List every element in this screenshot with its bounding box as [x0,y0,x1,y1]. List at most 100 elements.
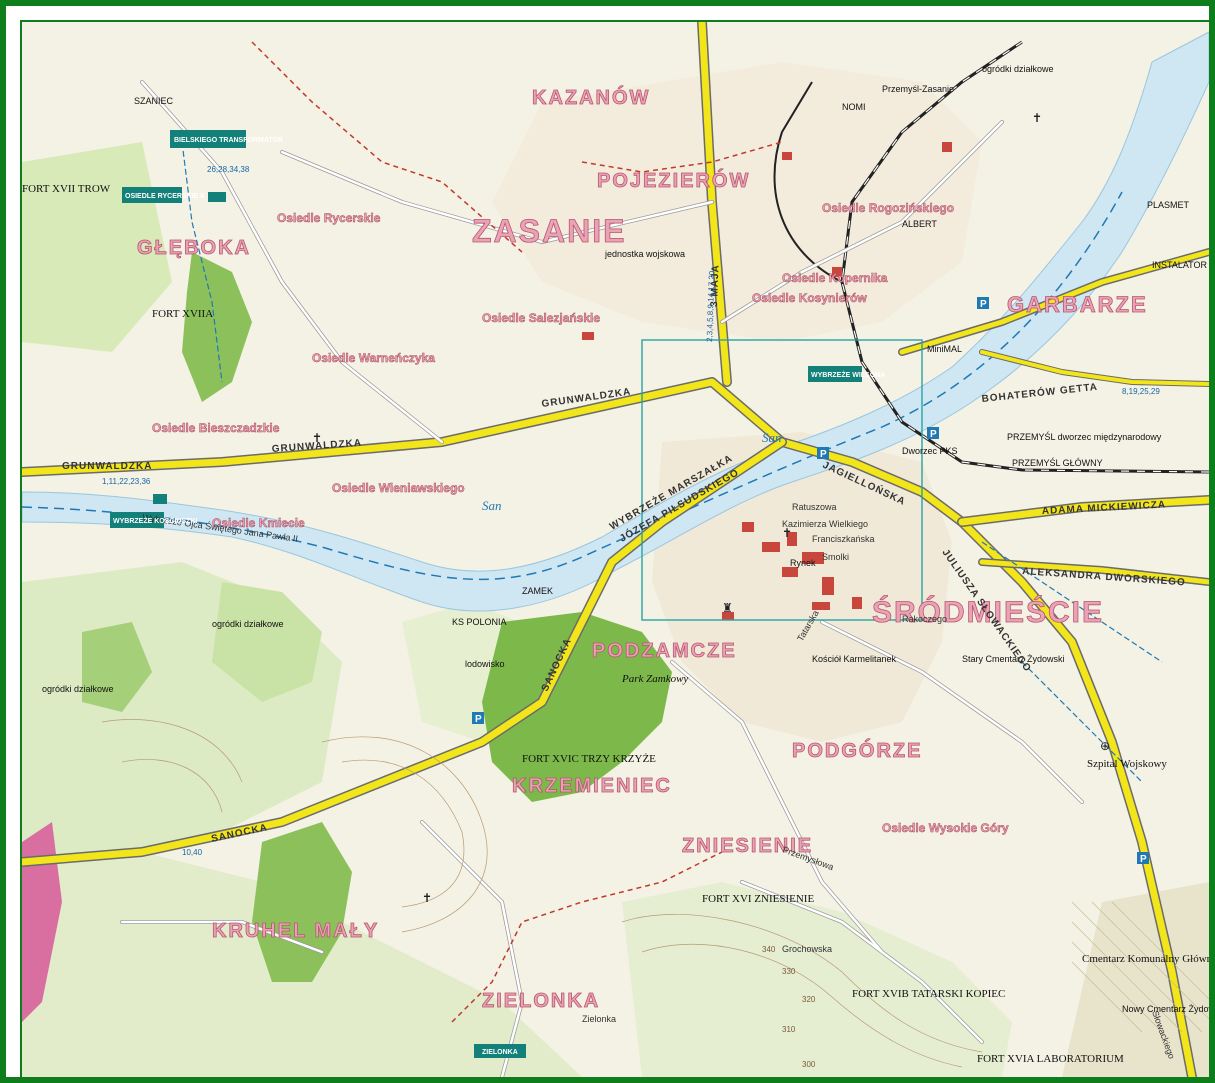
osiedle-wieniawskiego: Osiedle Wieniawskiego [332,481,465,495]
district-kruhel-maly: KRUHEL MAŁY [212,920,379,942]
street-mickiewicza: ADAMA MICKIEWICZA [1042,500,1167,517]
landmark-albert: ALBERT [902,219,937,229]
district-podzamcze: PODZAMCZE [592,640,737,662]
route-numbers: 10,40 [182,848,203,857]
street-pilsudskiego: JÓZEFA PIŁSUDSKIEGO [617,465,741,544]
district-krzemieniec: KRZEMIENIEC [512,775,672,797]
landmark-jednostka-wojskowa: jednostka wojskowa [604,249,685,259]
church-icon: ✝ [422,891,432,905]
historic-buildings [582,142,952,620]
svg-text:P: P [475,714,482,725]
district-gleboka: GŁĘBOKA [137,237,251,259]
sign-przemysl-zasanie: Przemyśl-Zasanie [882,84,954,94]
district-garbarze: GARBARZE [1007,292,1148,317]
landmark-nomi: NOMI [842,102,866,112]
church-icon: ✝ [782,526,792,540]
landmark-przemysl-glowny: PRZEMYŚL GŁÓWNY [1012,457,1103,468]
district-pojezierow: POJEZIERÓW [597,168,750,192]
svg-text:✝: ✝ [1032,111,1042,125]
district-zielonka: ZIELONKA [482,990,600,1012]
sign-osiedle-rycerskie: OSIEDLE RYCERSKIE II [125,193,204,200]
street-slowackiego-lower: Słowackiego [1150,1009,1177,1060]
sign-wybrzeze-wilsona: WYBRZEŻE WILSONA [811,371,885,379]
sign-bielskiego: BIELSKIEGO TRANSFORMATOR [174,137,283,144]
river-san [22,31,1209,612]
forest [182,252,252,402]
svg-text:P: P [820,449,827,460]
svg-text:✝: ✝ [422,891,432,905]
street-jagiellonska: JAGIELLOŃSKA [821,458,908,508]
street-franciszkanska: Franciszkańska [812,534,875,544]
contour-lines [101,719,983,1068]
parking-icon: P [1137,852,1149,865]
svg-text:✝: ✝ [312,431,322,445]
route-numbers: 8,19,25,29 [1122,387,1160,396]
sign-wybrzeze-kosciuszki: WYBRZEŻE KOŚCIUSZKI [113,516,197,525]
parking-icon: P [472,712,484,725]
castle-icon: ♜ [722,601,733,615]
allotments: ogródki działkowe [982,64,1054,74]
landmark-cmentarz-komunalny: Cmentarz Komunalny Główny [1082,953,1209,965]
sign-zielonka: ZIELONKA [482,1049,518,1056]
landmark-plasmet: PLASMET [1147,200,1190,210]
street-bohaterow-getta: BOHATERÓW GETTA [981,380,1099,405]
bus-routes [181,141,1163,783]
street-rakoczego: Rakoczego [902,614,947,624]
hospital-icon: ⊕ [1100,739,1110,753]
street-zielonka: Zielonka [582,1014,616,1024]
map-canvas[interactable]: P P P P P KAZANÓW POJEZIERÓW ZASANIE GŁĘ… [20,20,1211,1079]
street-wybrzeze-marszalka: WYBRZEŻE MARSZAŁKA [607,451,735,532]
route-numbers: 1,11,22,23,36 [102,477,151,486]
forest-park-zamkowy [482,612,672,802]
street-grunwaldzka: GRUNWALDZKA [62,461,152,472]
street-kazimierza-wielkiego: Kazimierza Wielkiego [782,519,868,529]
fort-xvii: FORT XVII TROW [22,183,111,195]
landmark-dworzec-miedzynarodowy: PRZEMYŚL dworzec międzynarodowy [1007,431,1162,442]
church-icon: ✝ [312,431,322,445]
landmark-lodowisko: lodowisko [465,659,505,669]
route-numbers: 26,28,34,38 [207,165,250,174]
contour-label: 330 [782,967,796,976]
street-dworskiego: ALEKSANDRA DWORSKIEGO [1022,566,1186,588]
forest [252,822,352,982]
landmark-szaniec: SZANIEC [134,96,174,106]
church-icon: ✝ [1032,111,1042,125]
fort-xvib: FORT XVIB TATARSKI KOPIEC [852,988,1005,1000]
svg-text:P: P [980,299,987,310]
svg-text:⊕: ⊕ [1100,739,1110,753]
landmark-instalator: INSTALATOR [1152,260,1208,270]
contour-label: 320 [802,995,816,1004]
fort-xvia: FORT XVIA LABORATORIUM [977,1053,1124,1065]
landmark-nowy-cmentarz: Nowy Cmentarz Żydowski [1122,1004,1209,1014]
svg-text:P: P [1140,854,1147,865]
fort-xvi: FORT XVI ZNIESIENIE [702,893,814,905]
fort-xviia: FORT XVIIA [152,308,213,320]
district-kazanow: KAZANÓW [532,85,650,109]
svg-text:P: P [930,429,937,440]
park-zamkowy: Park Zamkowy [621,673,688,685]
street-ratuszowa: Ratuszowa [792,502,837,512]
street-smolki: Smolki [822,552,849,562]
contour-label: 340 [762,945,776,954]
svg-text:♜: ♜ [722,601,733,615]
stop-signs [110,130,862,1058]
river-label: San [482,498,502,513]
secondary-roads [120,80,1084,1077]
allotments: ogródki działkowe [212,619,284,629]
landmark-rynek: Rynek [790,558,816,568]
landmark-dworzec-pks: Dworzec PKS [902,446,958,456]
district-zasanie: ZASANIE [472,213,626,249]
osiedle-salezjanskie: Osiedle Salezjańskie [482,311,600,325]
street-sanocka: SANOCKA [210,822,269,845]
main-roads [22,22,1209,1077]
parking-icons: P P P P P [472,297,1149,865]
landmark-szpital: Szpital Wojskowy [1087,758,1167,770]
labels-layer: KAZANÓW POJEZIERÓW ZASANIE GŁĘBOKA GARBA… [22,64,1209,1069]
river-centerline [22,191,1123,581]
contour-label: 310 [782,1025,796,1034]
allotments: ogródki działkowe [42,684,114,694]
green-area [212,582,322,702]
street-grunwaldzka: GRUNWALDZKA [541,386,632,409]
map-svg: P P P P P [22,22,1209,1077]
